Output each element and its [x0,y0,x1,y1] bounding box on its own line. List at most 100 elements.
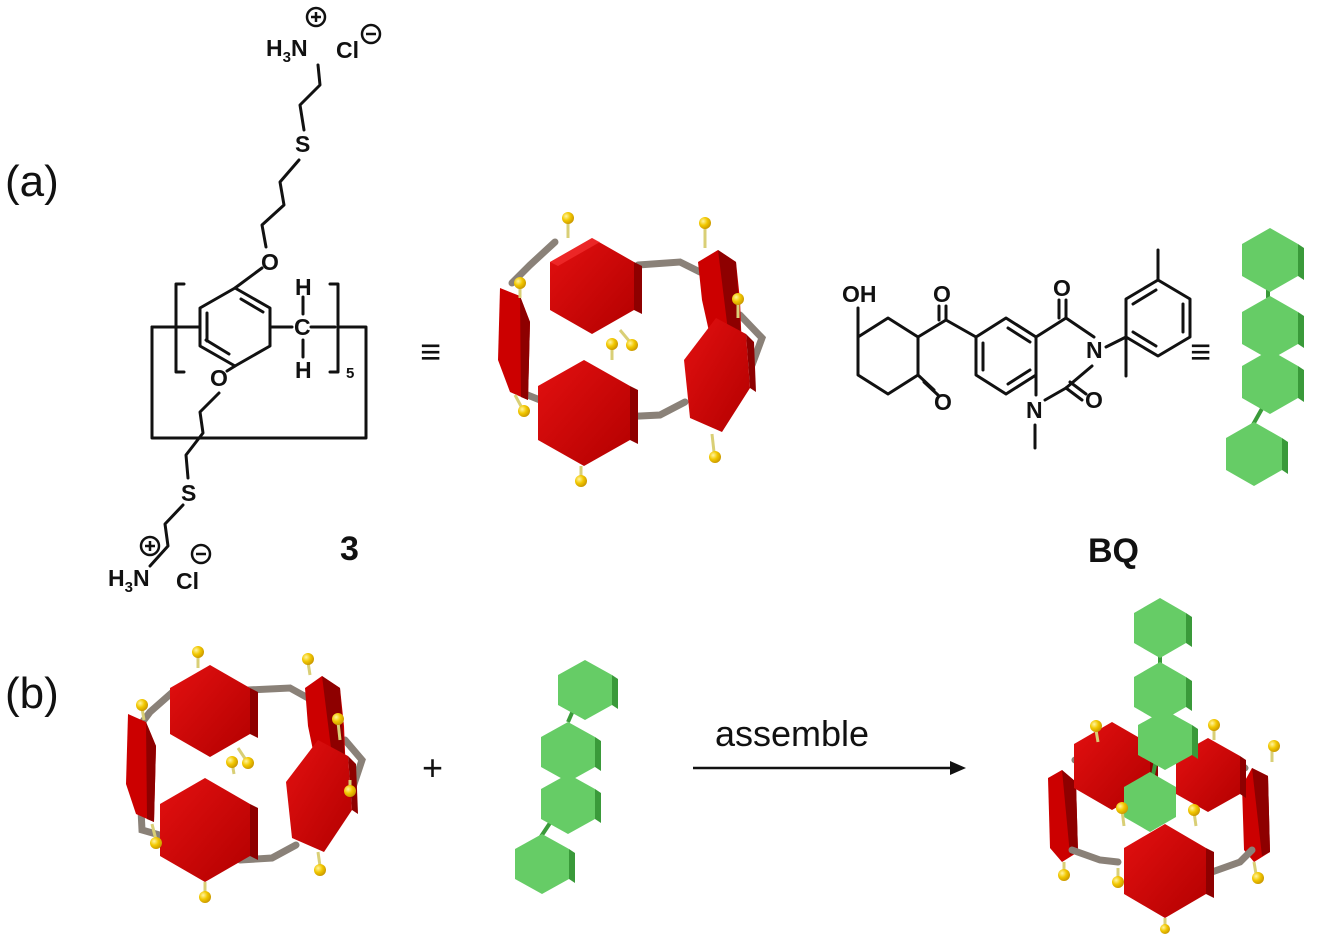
aromatic-bond [239,297,265,314]
panel-label-b: (b) [5,669,59,718]
arrow-label: assemble [715,713,869,754]
hydrogen-label: H [295,357,312,383]
compound-label-bq: BQ [1088,532,1139,570]
compound-number-3: 3 [340,530,359,568]
guest-hexagon [515,834,569,894]
amine-label: H3N [266,35,308,66]
benzo-ring [974,316,1038,396]
linker [244,684,312,702]
linker [508,238,559,287]
host-hexagon [684,318,750,432]
equivalence-symbol: ≡ [1190,331,1211,372]
terminal-group-icon [514,277,526,289]
terminal-group-icon [199,891,211,903]
terminal-group-icon [332,713,344,725]
sulfur-label: S [295,131,310,157]
terminal-group-icon [1058,869,1070,881]
terminal-group-icon [344,785,356,797]
hydroxyl-label: OH [842,281,877,307]
aromatic-bond [1006,326,1032,344]
host-hexagon [538,360,630,466]
guest-hexagon [541,722,595,782]
guest-hexagon [1226,422,1282,486]
reaction-arrow: assemble [693,713,966,775]
guest-hexagon [1242,350,1298,414]
oxygen-label: O [933,281,951,307]
oxygen-label: O [1085,387,1103,413]
ring-bond [1043,386,1068,402]
terminal-group-icon [192,646,204,658]
benzene-ring [198,286,272,368]
aromatic-bond [1131,288,1158,306]
host-cartoon [498,212,767,487]
terminal-group-icon [1208,719,1220,731]
ethyl-chain [298,63,322,132]
carbonyl-bond [1068,380,1088,396]
guest-cartoon-b [515,660,618,894]
terminal-group-icon [136,699,148,711]
terminal-group-icon [732,293,744,305]
nitrogen-label: N [1086,337,1103,363]
guest-hexagon [541,774,595,834]
host-hexagon [550,238,634,334]
amine-label: H3N [108,565,150,596]
guest-hexagon [1134,598,1186,658]
chloride-label: Cl [336,37,359,63]
plus-symbol: + [422,747,443,788]
linker [1208,846,1256,876]
guest-hexagon [1138,710,1192,770]
carbonyl-bond [1064,386,1084,402]
propyl-chain [184,391,221,480]
ethyl-chain [148,503,185,568]
left-bracket [174,282,186,374]
propyl-chain [260,158,301,249]
terminal-group-icon [1268,740,1280,752]
guest-hexagon [1242,296,1298,360]
terminal-group-icon [1160,924,1170,934]
guest-hexagon [1124,772,1176,832]
linker [236,841,300,864]
guest-hexagon [558,660,612,720]
terminal-group-icon [518,405,530,417]
pyrimidine-ring [1034,316,1096,339]
terminal-group-icon [575,475,587,487]
guest-hexagon [1134,662,1186,722]
sulfur-label: S [181,480,196,506]
oxygen-label: O [210,365,228,391]
chloride-label: Cl [176,568,199,594]
host-cartoon-b [126,646,366,903]
terminal-group-icon [1116,802,1128,814]
terminal-group-icon [302,653,314,665]
host-hexagon [1176,738,1240,812]
host-hexagon [170,665,250,757]
panel-label-a: (a) [5,157,59,206]
oxygen-label: O [261,249,279,275]
terminal-group-icon [709,451,721,463]
ring-bond [1064,364,1094,390]
aromatic-bond [1131,330,1158,348]
terminal-group-icon [242,757,254,769]
aromatic-bond [204,338,231,356]
linker [1068,846,1122,866]
oxygen-label: O [1053,275,1071,301]
cyclohexane-ring [856,316,920,396]
terminal-group-icon [562,212,574,224]
guest-hexagon [1242,228,1298,292]
repeat-subscript: 5 [346,365,354,382]
terminal-group-icon [699,217,711,229]
bridge-bond [916,318,948,339]
host-hexagon [1124,824,1206,918]
terminal-group-icon [1112,876,1124,888]
bq-structure: OH O O O N O N BQ [842,248,1192,570]
oxygen-label: O [934,389,952,415]
hydrogen-label: H [295,274,312,300]
equivalence-symbol: ≡ [420,331,441,372]
chain-bond [225,364,237,373]
terminal-group-icon [314,864,326,876]
guest-cartoon [1226,228,1304,486]
host-hexagon [160,778,250,882]
aromatic-bond [1006,368,1032,386]
tolyl-ring [1124,278,1192,358]
terminal-group-icon [1188,804,1200,816]
